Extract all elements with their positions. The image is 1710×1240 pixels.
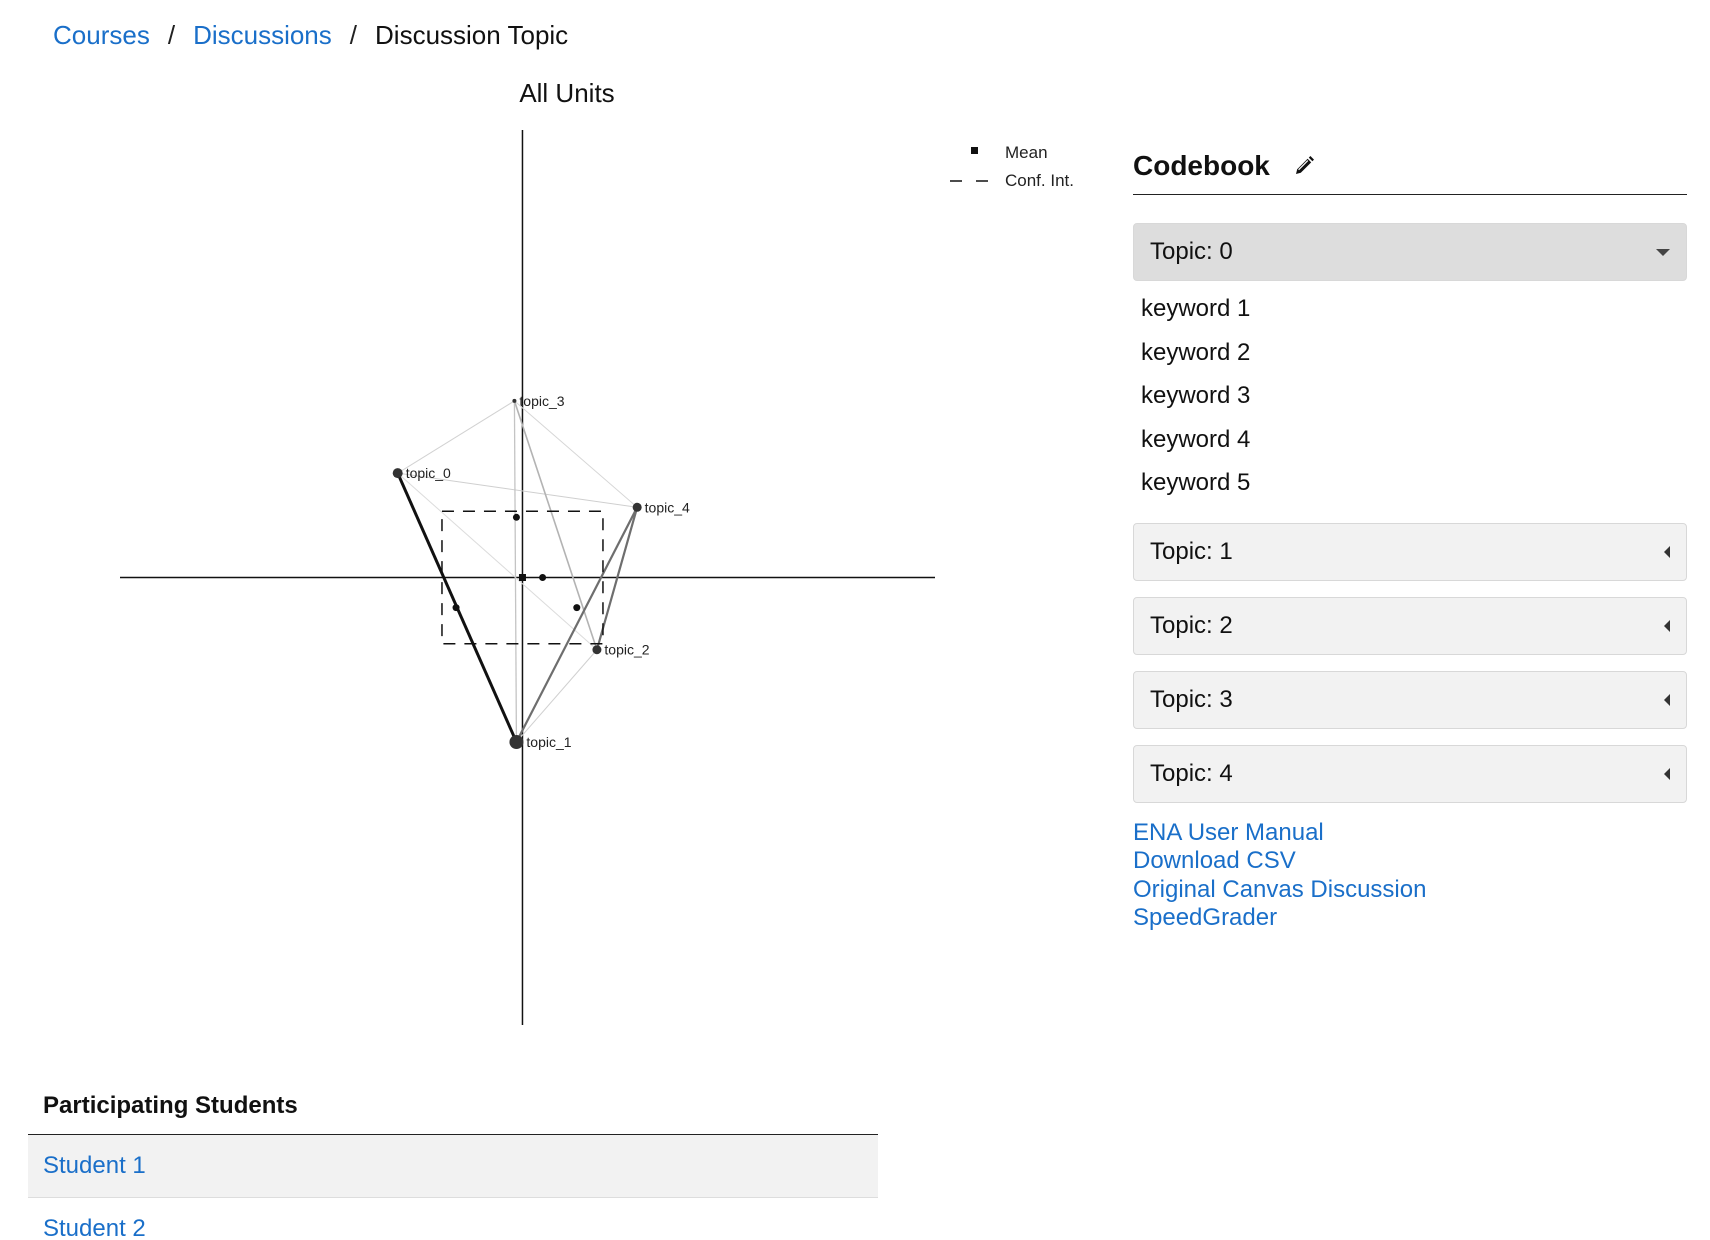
unit-point: [539, 574, 547, 581]
network-node: [632, 502, 642, 512]
network-edge: [515, 506, 639, 743]
topic-2-label: Topic: 2: [1150, 611, 1233, 639]
breadcrumb-current: Discussion Topic: [375, 20, 569, 50]
plot-title: All Units: [519, 80, 614, 108]
network-node: [392, 468, 403, 479]
legend-mean-label: Mean: [1005, 143, 1048, 162]
keyword-item: keyword 3: [1141, 382, 1251, 409]
topic-1-label: Topic: 1: [1150, 537, 1233, 565]
keyword-item: keyword 1: [1141, 295, 1251, 322]
topic-2-accordion[interactable]: Topic: 2: [1133, 596, 1687, 655]
unit-point: [573, 604, 581, 612]
student-row: Student 1: [28, 1135, 878, 1198]
topic-4-label: Topic: 4: [1150, 759, 1233, 787]
caret-left-icon: [1664, 693, 1670, 706]
plot-legend: Mean Conf. Int.: [950, 143, 1074, 190]
topic-0-accordion[interactable]: Topic: 0: [1133, 223, 1687, 281]
network-edge: [513, 400, 518, 743]
codebook-panel: Codebook Topic: 0 keyword 1 keyword 2 ke…: [1133, 150, 1687, 933]
legend-conf-int-label: Conf. Int.: [1005, 171, 1074, 190]
network-node: [512, 398, 517, 403]
unit-point: [452, 604, 460, 612]
mean-marker: [518, 574, 526, 581]
network-node: [592, 645, 602, 655]
caret-left-icon: [1664, 545, 1670, 558]
node-label: topic_3: [519, 393, 564, 409]
original-canvas-discussion-link[interactable]: Original Canvas Discussion: [1133, 875, 1427, 903]
plot-layer: topic_0 topic_1 topic_2 topic_3 topic_4: [120, 130, 935, 1025]
caret-down-icon: [1656, 248, 1670, 256]
legend-mean-marker: [971, 147, 978, 154]
unit-point: [512, 513, 520, 521]
codebook-links: ENA User Manual Download CSV Original Ca…: [1133, 819, 1687, 933]
node-label: topic_2: [604, 642, 649, 658]
topic-3-accordion[interactable]: Topic: 3: [1133, 670, 1687, 729]
topic-3-label: Topic: 3: [1150, 685, 1233, 713]
node-label: topic_0: [406, 465, 451, 481]
student-row: Student 2: [28, 1198, 878, 1240]
speedgrader-link[interactable]: SpeedGrader: [1133, 904, 1278, 931]
participating-students: Participating Students Student 1 Student…: [28, 1092, 878, 1240]
pencil-icon[interactable]: [1292, 154, 1316, 178]
topic-4-accordion[interactable]: Topic: 4: [1133, 744, 1687, 803]
participating-students-title: Participating Students: [28, 1092, 878, 1135]
ena-user-manual-link[interactable]: ENA User Manual: [1133, 818, 1324, 846]
topic-0-label: Topic: 0: [1150, 238, 1233, 265]
caret-left-icon: [1664, 619, 1670, 632]
breadcrumb-courses-link[interactable]: Courses: [53, 20, 150, 50]
download-csv-link[interactable]: Download CSV: [1133, 847, 1296, 874]
network-edge: [397, 400, 515, 474]
topic-0-keyword-list: keyword 1 keyword 2 keyword 3 keyword 4 …: [1133, 287, 1687, 505]
network-edge: [397, 472, 598, 651]
codebook-header: Codebook: [1133, 150, 1687, 195]
keyword-item: keyword 4: [1141, 425, 1251, 453]
node-label: topic_4: [645, 499, 690, 515]
keyword-item: keyword 2: [1141, 338, 1251, 366]
student-link[interactable]: Student 2: [43, 1215, 146, 1240]
breadcrumb-separator: /: [167, 20, 176, 50]
network-node: [509, 735, 524, 750]
ena-plot: All Units Mean Conf. Int. topic_0 topic_1…: [0, 80, 1100, 1030]
node-label: topic_1: [526, 734, 571, 750]
network-edge: [513, 400, 598, 650]
topic-1-accordion[interactable]: Topic: 1: [1133, 522, 1687, 581]
caret-left-icon: [1664, 767, 1670, 780]
breadcrumb-discussions-link[interactable]: Discussions: [193, 20, 332, 50]
breadcrumb: Courses / Discussions / Discussion Topic: [53, 20, 568, 51]
keyword-item: keyword 5: [1141, 469, 1251, 496]
breadcrumb-separator: /: [349, 20, 358, 50]
network-edge: [516, 649, 598, 743]
codebook-title: Codebook: [1133, 150, 1270, 181]
ena-plot-svg: All Units Mean Conf. Int. topic_0 topic_1…: [120, 80, 1074, 1025]
network-edge: [514, 400, 638, 508]
network-edge: [397, 472, 638, 508]
student-link[interactable]: Student 1: [43, 1152, 146, 1179]
